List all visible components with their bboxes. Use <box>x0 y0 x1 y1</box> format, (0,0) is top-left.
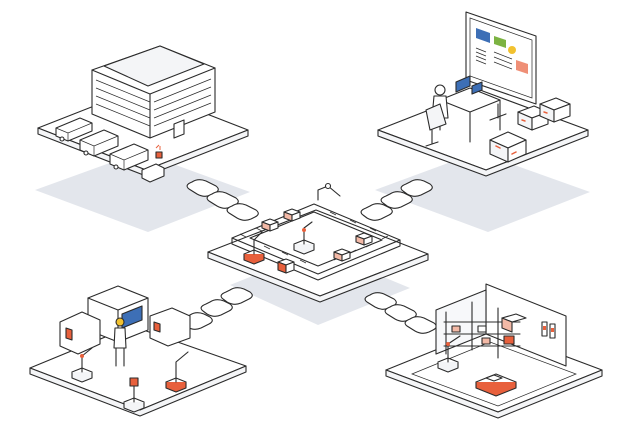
link-pills-top-left <box>186 179 259 221</box>
dashboard-screen <box>465 11 537 121</box>
tile-warehouse-logistics <box>37 45 249 183</box>
link-pill <box>226 203 259 221</box>
agv-cart <box>475 373 517 397</box>
link-pill <box>400 179 433 197</box>
link-pill <box>220 287 253 305</box>
forklift <box>141 144 165 183</box>
bottles <box>541 321 556 339</box>
monitor <box>471 81 483 95</box>
worker-helmet <box>115 317 125 327</box>
link-pill <box>200 299 233 317</box>
tile-automated-storage <box>385 283 603 419</box>
warehouse-building <box>91 45 216 139</box>
truck-3 <box>109 143 149 171</box>
platform-edge <box>385 369 603 419</box>
conveyor-boxes <box>261 208 373 274</box>
truck-1 <box>55 117 93 142</box>
storage-robot-arm <box>437 335 461 373</box>
truck-2 <box>79 129 119 157</box>
cargo-box <box>155 151 163 159</box>
shadow-top-left <box>35 152 250 232</box>
storage-racks <box>443 301 527 359</box>
tile-control-office <box>377 11 589 177</box>
floor-robot-1 <box>71 347 93 383</box>
floor-robot-2 <box>165 351 189 393</box>
shadow-top-right <box>375 152 590 232</box>
floor-marking <box>411 341 577 407</box>
operator-desk <box>439 75 501 143</box>
robot-arm-center <box>293 221 315 255</box>
platform-edge <box>377 129 589 177</box>
bar-widget <box>516 60 528 74</box>
monitor <box>455 75 471 93</box>
link-pills-top-right <box>360 179 433 221</box>
link-pill <box>404 316 437 334</box>
box-stack-front <box>489 131 527 163</box>
assembly-cabinets <box>59 285 191 355</box>
tile-conveyor-hub <box>207 182 429 303</box>
link-pill <box>360 203 393 221</box>
floor-robot-3 <box>123 377 145 413</box>
operator <box>425 84 449 147</box>
robot-arm-left <box>243 231 265 265</box>
map-widget <box>476 28 490 43</box>
cargo-box <box>129 377 139 387</box>
box-stack-right <box>517 97 571 131</box>
robot-arm-top <box>317 182 341 201</box>
door <box>173 119 185 139</box>
platform-top <box>385 327 603 413</box>
worker <box>113 317 127 367</box>
chart-widget <box>494 36 506 48</box>
pie-widget <box>508 46 516 54</box>
link-pills-bottom-right <box>364 292 437 334</box>
tile-robotic-assembly <box>29 285 247 417</box>
roof <box>103 45 205 87</box>
link-pill <box>380 191 413 209</box>
link-pills-bottom-left <box>180 287 253 330</box>
operator-head <box>434 84 446 96</box>
platform-edge <box>207 251 429 303</box>
office-chair <box>425 103 447 131</box>
